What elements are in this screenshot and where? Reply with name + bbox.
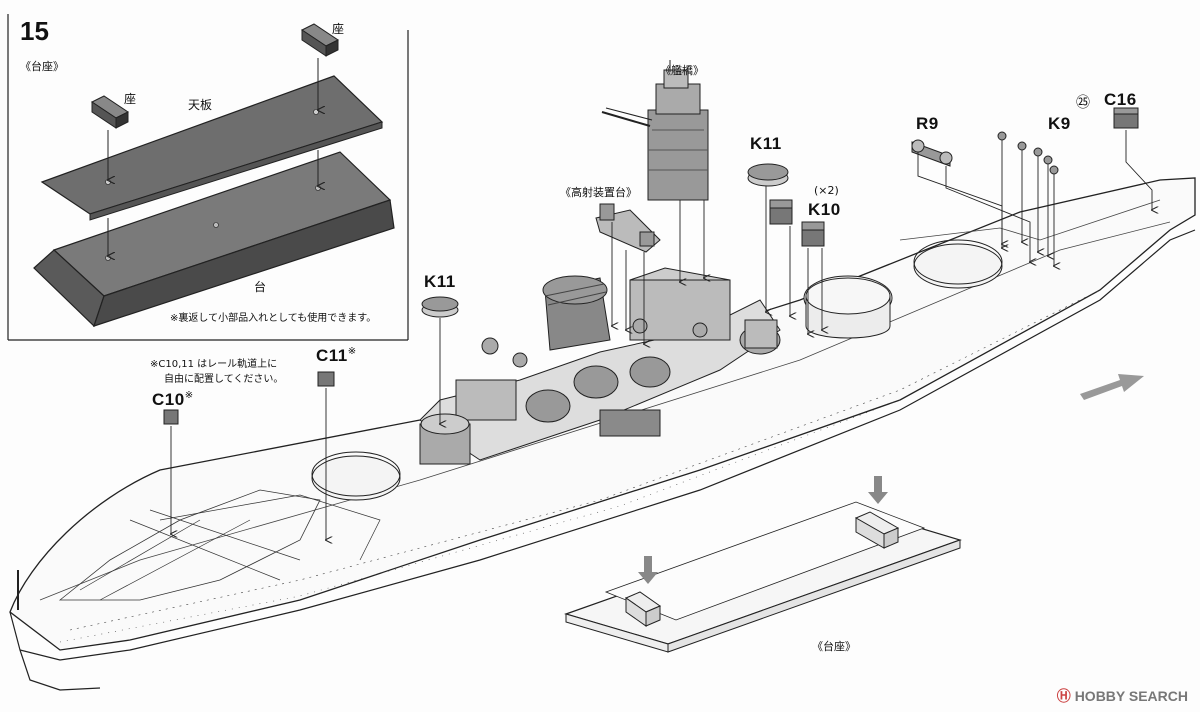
k10-part [769, 199, 825, 247]
c11-label: C11※ [316, 346, 356, 366]
base-label: 台 [254, 280, 267, 294]
seat-part-left [91, 95, 129, 129]
bridge-tower-part [601, 60, 709, 201]
seat-part-top [301, 23, 339, 57]
watermark: Ⓗ HOBBY SEARCH [1057, 686, 1188, 706]
c16-label: C16 [1104, 90, 1137, 109]
director-base-part [595, 203, 661, 253]
watermark-logo: Ⓗ [1056, 688, 1071, 704]
watermark-text: HOBBY SEARCH [1074, 688, 1188, 704]
c16-number: ㉕ [1076, 95, 1090, 111]
c10-label: C10※ [152, 390, 193, 410]
c16-part [1113, 107, 1139, 129]
reuse-note: ※裏返して小部品入れとしても使用できます。 [170, 313, 377, 324]
director-base-label: 《高射装置台》 [560, 186, 637, 199]
stand-arrows [638, 476, 888, 584]
base-section-title: 《台座》 [20, 60, 64, 73]
r9-part [911, 139, 953, 167]
top-plate-label: 天板 [188, 98, 213, 112]
display-stand [564, 501, 962, 653]
rail-note-line2: 自由に配置してください。 [164, 374, 284, 385]
seat-label-top: 座 [332, 22, 345, 36]
k11-part-left [421, 296, 459, 318]
c10-part [163, 409, 179, 425]
k11-label-left: K11 [424, 272, 456, 291]
top-plate [40, 75, 384, 221]
r9-label: R9 [916, 114, 939, 133]
rail-note-line1: ※C10,11 はレール軌道上に [150, 359, 278, 370]
leader-arrows [171, 130, 1152, 540]
k9-label: K9 [1048, 114, 1071, 133]
stand-label: 《台座》 [812, 640, 856, 653]
base-assembly-arrows [108, 58, 318, 256]
step-number: 15 [20, 16, 49, 46]
c10-code: C10 [152, 390, 185, 409]
direction-arrow [1080, 374, 1144, 400]
base-block [33, 151, 395, 328]
bridge-label: 《艦橋》 [660, 64, 704, 77]
c11-part [317, 371, 335, 387]
seat-label-left: 座 [124, 92, 137, 106]
c11-code: C11 [316, 346, 348, 365]
k9-parts [997, 131, 1059, 175]
k10-qty-label: (×2) [814, 184, 839, 197]
c10-mark: ※ [184, 390, 194, 401]
c11-mark: ※ [347, 346, 357, 357]
k11-label-right: K11 [750, 134, 782, 153]
superstructure [419, 267, 781, 465]
k10-label: K10 [808, 200, 841, 219]
k11-part-right [747, 163, 789, 187]
base-inset-frame [7, 14, 409, 341]
